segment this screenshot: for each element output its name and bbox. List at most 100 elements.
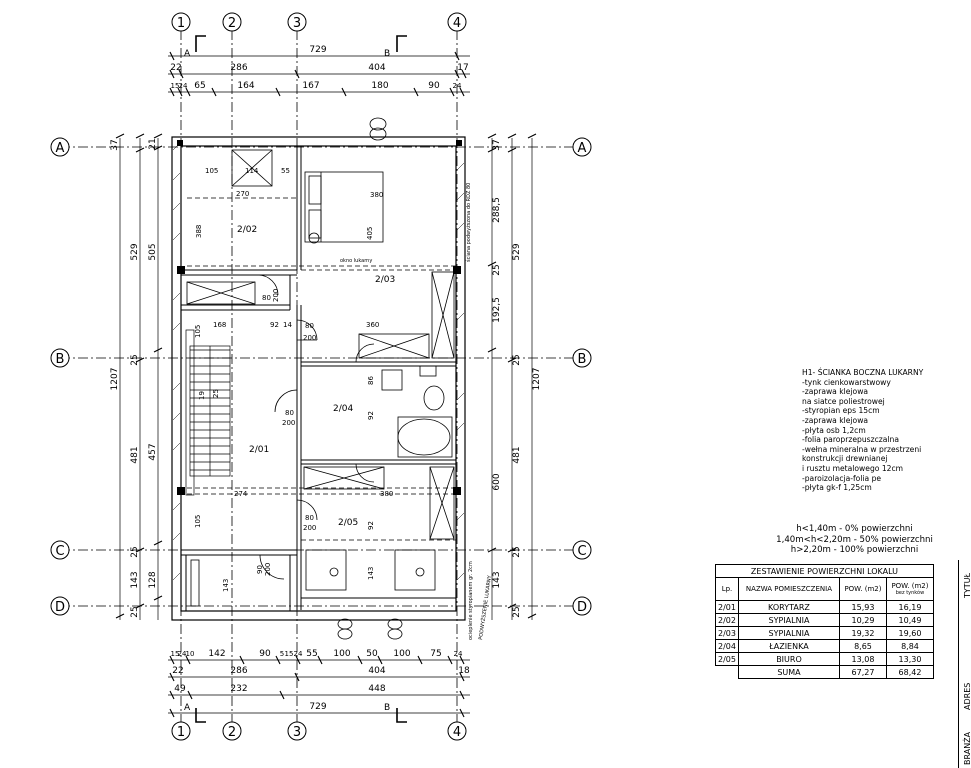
- dim-text: 50: [366, 649, 378, 659]
- dim-text: 90: [428, 81, 440, 91]
- grid-row-label: B: [56, 352, 65, 367]
- wall-spec-line: i rusztu metalowego 12cm: [802, 463, 904, 473]
- dim-text: 22: [170, 63, 181, 73]
- dim-text: 457: [148, 443, 158, 460]
- dim-text: 114: [245, 167, 259, 175]
- cell: SYPIALNIA: [737, 626, 840, 640]
- dim-text: 200: [282, 419, 295, 427]
- dim-text: 388: [195, 225, 203, 238]
- dim-text: 142: [208, 649, 225, 659]
- dim-text: 167: [302, 81, 319, 91]
- dim-text: 529: [512, 243, 522, 260]
- dim-text: 25: [130, 546, 140, 557]
- grid-row-label: A: [578, 141, 587, 156]
- dims-top: 729 22 286 404 17 15 24 65 164 167 180 9…: [170, 45, 468, 91]
- title-block-label: BRANŻA: [963, 731, 971, 765]
- outer-walls: [171, 136, 466, 621]
- area-table: ZESTAWIENIE POWIERZCHNI LOKALU Lp. NAZWA…: [715, 564, 934, 679]
- dim-text: 80: [262, 294, 271, 302]
- cell: 10,29: [838, 613, 887, 627]
- section-label: B: [384, 49, 390, 59]
- dim-text: 729: [309, 45, 326, 55]
- dim-text: 90: [259, 649, 271, 659]
- dim-text: 25: [492, 264, 502, 275]
- cell: 13,30: [885, 652, 934, 666]
- dim-text: 80: [305, 514, 314, 522]
- dim-text: 90: [256, 565, 264, 574]
- cell: BIURO: [737, 652, 840, 666]
- dim-text: 270: [236, 190, 249, 198]
- dim-text: 100: [393, 649, 410, 659]
- dim-text: 505: [148, 243, 158, 260]
- section-label: A: [184, 49, 191, 59]
- dim-text: 105: [205, 167, 218, 175]
- cell: 19,32: [838, 626, 887, 640]
- section-mark-labels: A B A B: [184, 49, 390, 713]
- dim-text: 405: [366, 227, 374, 240]
- wall-spec-line: -płyta gk-f 1,25cm: [802, 483, 872, 493]
- wall-spec-line: -paroizolacja-folia pe: [802, 473, 882, 483]
- dim-text: 24: [294, 650, 303, 658]
- wall-note: ściana podwyższona do RDZ 80: [465, 183, 472, 262]
- cell: 16,19: [885, 600, 934, 614]
- dim-text: 5: [280, 650, 284, 658]
- dim-text: 86: [367, 376, 375, 385]
- dim-text: 448: [368, 684, 385, 694]
- dim-text: 600: [492, 473, 502, 490]
- wall-spec-line: na siatce poliestrowej: [802, 396, 885, 406]
- dim-text: 380: [380, 490, 393, 498]
- wall-spec-line: -wełna mineralna w przestrzeni: [802, 444, 922, 454]
- dim-text: 24: [179, 82, 188, 90]
- room-id: 2/01: [249, 445, 269, 455]
- dim-text: 729: [309, 702, 326, 712]
- cell: 68,42: [885, 665, 934, 679]
- cell: 2/03: [715, 626, 739, 640]
- dim-text: 380: [370, 191, 383, 199]
- grid-row-label: C: [55, 544, 64, 559]
- interior-dims: 105 114 55 270 380 388 405 168 92 14 360…: [194, 167, 393, 592]
- stairs: [185, 329, 231, 496]
- interior-walls: [181, 146, 456, 611]
- cell: 15,93: [838, 600, 887, 614]
- dim-text: 481: [130, 446, 140, 463]
- grid-col-label: 3: [293, 16, 301, 31]
- dim-text: 19: [198, 391, 206, 400]
- wall-spec-line: -zaprawa klejowa: [802, 415, 869, 425]
- dim-text: 286: [230, 63, 247, 73]
- dim-text: 55: [306, 649, 317, 659]
- dim-text: 10: [186, 650, 195, 658]
- dim-text: 15: [171, 82, 180, 90]
- wall-spec-title: H1- ŚCIANKA BOCZNA LUKARNY: [802, 368, 924, 377]
- furniture: [186, 117, 455, 640]
- title-block-label: TYTUŁ: [963, 572, 971, 598]
- table-header: POW. (m2): [838, 577, 887, 601]
- cell: SYPIALNIA: [737, 613, 840, 627]
- table-header-text: POW. (m2): [891, 582, 929, 590]
- dim-text: 128: [148, 571, 158, 588]
- dim-text: 22: [172, 666, 183, 676]
- dim-text: 105: [194, 325, 202, 338]
- dims-left: 37 1207 529 25 481 25 143 25 21 505 457 …: [110, 138, 158, 617]
- dim-text: 143: [367, 567, 375, 580]
- dim-text: 481: [512, 446, 522, 463]
- dim-text: 200: [264, 563, 272, 576]
- grid-col-label: 1: [177, 16, 185, 31]
- table-header: Lp.: [715, 577, 739, 601]
- dim-text: 80: [285, 409, 294, 417]
- dormer-note: PODWYŻSZENIE LUKARNY: [477, 574, 493, 640]
- dim-text: 274: [234, 490, 248, 498]
- dim-text: 180: [371, 81, 388, 91]
- table-header: NAZWA POMIESZCZENIA: [737, 577, 840, 601]
- height-rule: h>2,20m - 100% powierzchni: [790, 545, 919, 555]
- dim-text: 37: [492, 139, 502, 150]
- dim-text: 75: [430, 649, 441, 659]
- room-id: 2/05: [338, 518, 358, 528]
- dim-text: 14: [283, 321, 292, 329]
- wall-spec-line: -zaprawa klejowa: [802, 387, 869, 397]
- dim-text: 17: [457, 63, 468, 73]
- dim-text: 25: [212, 389, 220, 398]
